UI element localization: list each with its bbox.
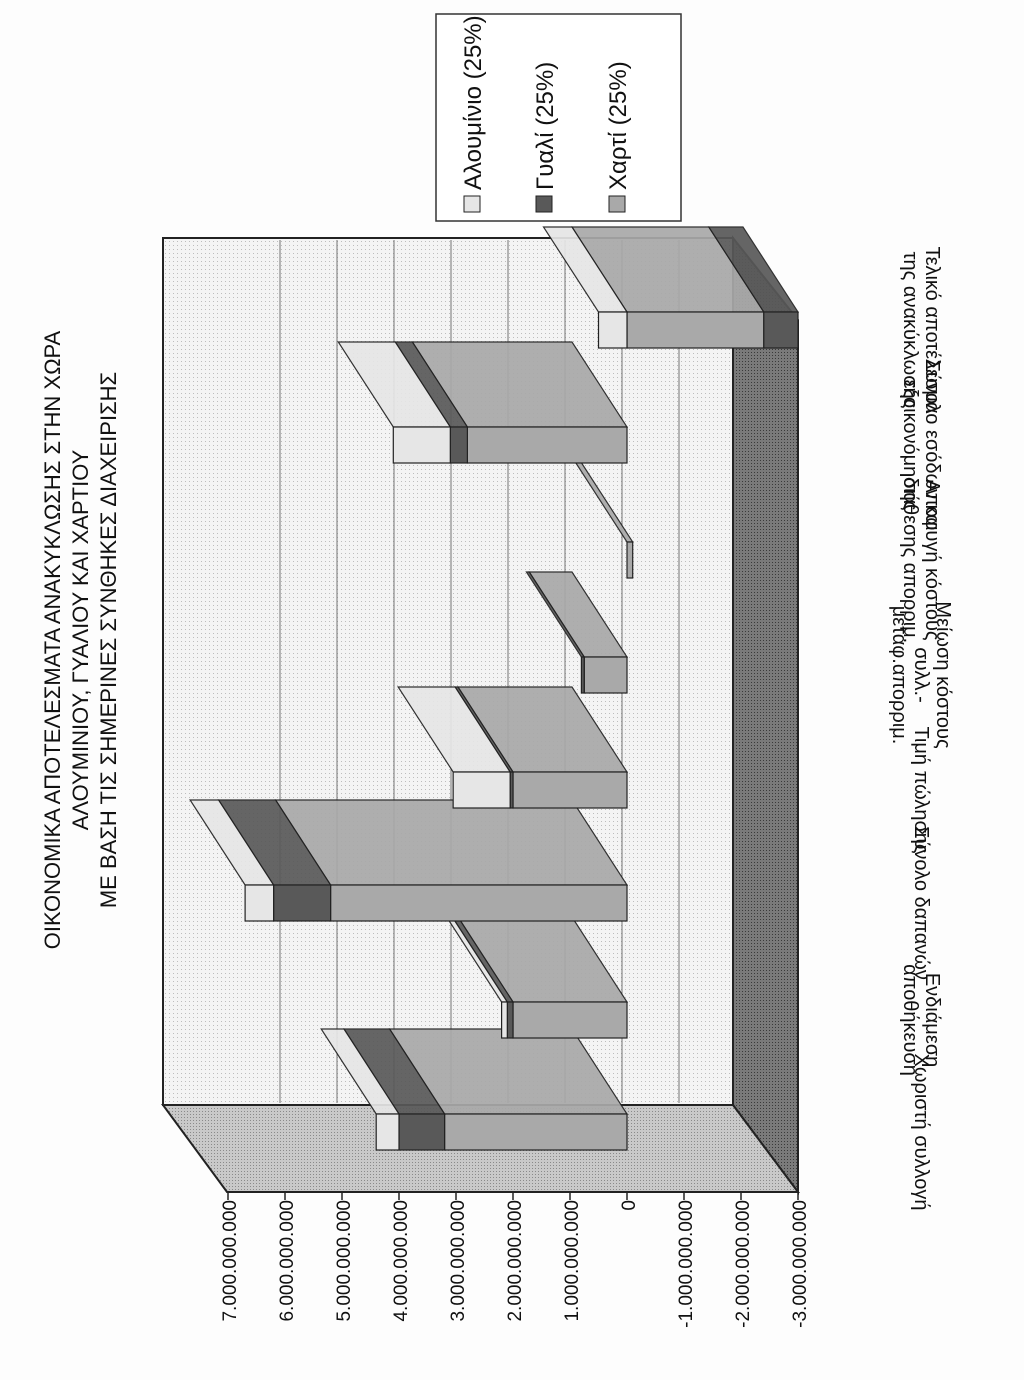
- category-label-line: αποθήκευση: [899, 964, 921, 1076]
- bar-segment: [580, 656, 585, 694]
- y-tick-label: -2.000.000.000: [733, 1200, 754, 1328]
- bar-segment: [512, 1001, 628, 1039]
- legend-item: Γυαλί (25%): [532, 62, 559, 190]
- bar-segment: [375, 1113, 400, 1151]
- bar-segment-top: [274, 799, 629, 886]
- bar-segment: [444, 1113, 628, 1151]
- y-axis-ticks: 7.000.000.000 6.000.000.000 5.000.000.000 4…: [220, 1192, 811, 1328]
- bar-segment: [452, 771, 511, 809]
- y-tick-text: 7.000.000.000: [220, 1200, 241, 1322]
- legend-label: Αλουμίνιο (25%): [460, 15, 487, 190]
- legend-label: Χαρτί (25%): [605, 61, 632, 190]
- bar-segment: [449, 426, 468, 464]
- category-label: Τιμή πώλησης: [910, 726, 932, 853]
- bar-segment: [626, 311, 765, 349]
- category-label-line: Σύνολο εσόδων και: [921, 360, 943, 531]
- y-tick-text: 0: [619, 1200, 640, 1211]
- y-tick-text: 1.000.000.000: [562, 1200, 583, 1322]
- bar-segment: [398, 1113, 446, 1151]
- chart-title-line: ΟΙΚΟΝΟΜΙΚΑ ΑΠΟΤΕΛΕΣΜΑΤΑ ΑΝΑΚΥΚΛΩΣΗΣ ΣΤΗΝ…: [40, 330, 65, 949]
- category-label: Χωριστή συλλογή: [910, 1054, 932, 1211]
- category-label-line: της ανακύκλωσης: [899, 252, 921, 409]
- bar-segment: [583, 656, 628, 694]
- category-label-line: Μείωση κόστους: [932, 601, 954, 749]
- legend-frame: [435, 13, 682, 222]
- y-tick-label: 5.000.000.000: [334, 1200, 355, 1322]
- category-label: Σύνολο δαπανών: [910, 826, 932, 980]
- bars: [188, 226, 800, 1151]
- y-tick-text: -1.000.000.000: [676, 1200, 697, 1328]
- category-label-line: Χωριστή συλλογή: [910, 1054, 932, 1211]
- bar-segment: [330, 884, 628, 922]
- y-tick-text: 3.000.000.000: [448, 1200, 469, 1322]
- bar-segment: [392, 426, 451, 464]
- y-tick-label: 6.000.000.000: [277, 1200, 298, 1322]
- chart-title: ΟΙΚΟΝΟΜΙΚΑ ΑΠΟΤΕΛΕΣΜΑΤΑ ΑΝΑΚΥΚΛΩΣΗΣ ΣΤΗΝ…: [40, 330, 121, 949]
- category-label-line: μεταφ.απορριμ.: [888, 606, 910, 745]
- y-tick-label: 7.000.000.000: [220, 1200, 241, 1322]
- y-tick-text: -3.000.000.000: [790, 1200, 811, 1328]
- y-tick-label: -1.000.000.000: [676, 1200, 697, 1328]
- y-tick-text: 6.000.000.000: [277, 1200, 298, 1322]
- plot-floor: [732, 235, 799, 1196]
- bar-segment: [501, 1001, 508, 1039]
- bar-segment: [512, 771, 628, 809]
- y-tick-label: 1.000.000.000: [562, 1200, 583, 1322]
- bar-segment: [506, 1001, 514, 1039]
- category-label-line: Τελικό αποτέλεσμα: [921, 247, 943, 414]
- bar-segment: [273, 884, 332, 922]
- legend-item: Χαρτί (25%): [605, 61, 632, 190]
- y-tick-text: 5.000.000.000: [334, 1200, 355, 1322]
- legend-swatch: [608, 195, 626, 213]
- y-tick-label: 3.000.000.000: [448, 1200, 469, 1322]
- category-label-line: Αποφυγή κόστους: [921, 479, 943, 640]
- legend-swatch: [463, 195, 481, 213]
- chart-title-group: ΟΙΚΟΝΟΜΙΚΑ ΑΠΟΤΕΛΕΣΜΑΤΑ ΑΝΑΚΥΚΛΩΣΗΣ ΣΤΗΝ…: [40, 330, 121, 949]
- legend-label: Γυαλί (25%): [532, 62, 559, 190]
- category-label-line: Τιμή πώλησης: [910, 726, 932, 853]
- y-tick-text: -2.000.000.000: [733, 1200, 754, 1328]
- legend: Αλουμίνιο (25%) Γυαλί (25%) Χαρτί (25%): [435, 13, 682, 222]
- category-label-line: Σύνολο δαπανών: [910, 826, 932, 980]
- category-label-line: συλλ.-: [910, 647, 932, 703]
- category-label-line: διάθεσης απορριμ.: [899, 477, 921, 643]
- y-tick-text: 2.000.000.000: [505, 1200, 526, 1322]
- legend-swatch: [535, 195, 553, 213]
- bar-segment: [763, 311, 799, 349]
- y-tick-label: -3.000.000.000: [790, 1200, 811, 1328]
- bar-segment: [466, 426, 628, 464]
- bar-segment: [626, 541, 634, 579]
- category-label-line: εξοικονόμησης: [899, 380, 921, 511]
- chart-title-line: ΜΕ ΒΑΣΗ ΤΙΣ ΣΗΜΕΡΙΝΕΣ ΣΥΝΘΗΚΕΣ ΔΙΑΧΕΙΡΙΣ…: [96, 372, 121, 908]
- chart-title-line: ΑΛΟΥΜΙΝΙΟΥ, ΓΥΑΛΙΟΥ ΚΑΙ ΧΑΡΤΙΟΥ: [68, 449, 93, 830]
- y-tick-label: 2.000.000.000: [505, 1200, 526, 1322]
- legend-item: Αλουμίνιο (25%): [460, 15, 487, 190]
- y-tick-label: 0: [619, 1200, 640, 1211]
- bar-segment: [244, 884, 275, 922]
- category-labels: Χωριστή συλλογήΕνδιάμεσηαποθήκευσηΣύνολο…: [888, 247, 954, 1211]
- category-label-line: Ενδιάμεση: [921, 973, 943, 1067]
- y-tick-text: 4.000.000.000: [391, 1200, 412, 1322]
- bar-segment: [597, 311, 628, 349]
- y-tick-label: 4.000.000.000: [391, 1200, 412, 1322]
